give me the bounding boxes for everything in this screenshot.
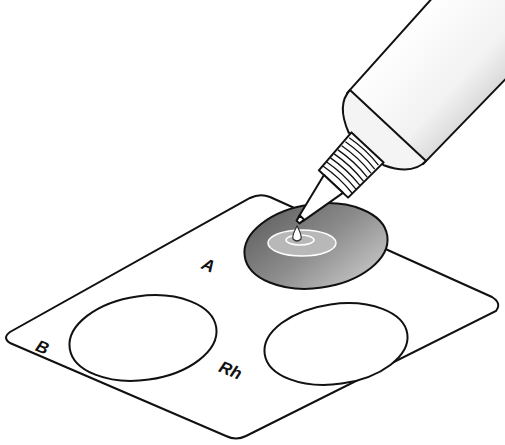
well-b <box>64 286 222 390</box>
reagent-puddle <box>268 230 336 256</box>
dropper-bottle <box>257 0 505 260</box>
cap-thread <box>342 145 372 173</box>
cap-thread <box>327 161 357 189</box>
cap-thread <box>345 141 375 169</box>
cap-thread <box>323 165 353 193</box>
cap-thread <box>334 153 364 181</box>
well-rh <box>259 294 413 393</box>
test-card <box>6 195 498 438</box>
cap-thread <box>338 149 368 177</box>
reagent-drop <box>293 226 301 241</box>
cap-thread <box>330 157 360 185</box>
cap-thread <box>349 137 379 165</box>
